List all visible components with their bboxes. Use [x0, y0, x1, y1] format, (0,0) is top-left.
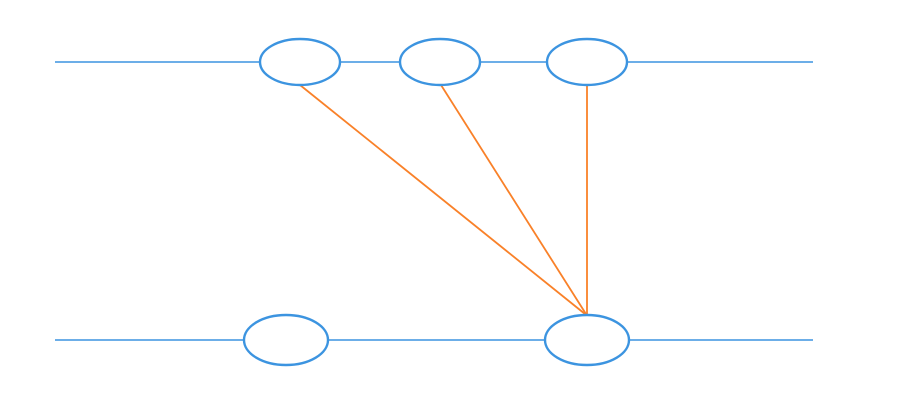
edge-top2-bottom2: [440, 84, 587, 315]
edge-top1-bottom2: [299, 84, 586, 315]
bottom-node-1: [242, 313, 330, 367]
top-node-2: [398, 37, 482, 87]
bottom-node-2: [543, 313, 631, 367]
top-node-1: [258, 37, 342, 87]
top-node-3: [545, 37, 629, 87]
